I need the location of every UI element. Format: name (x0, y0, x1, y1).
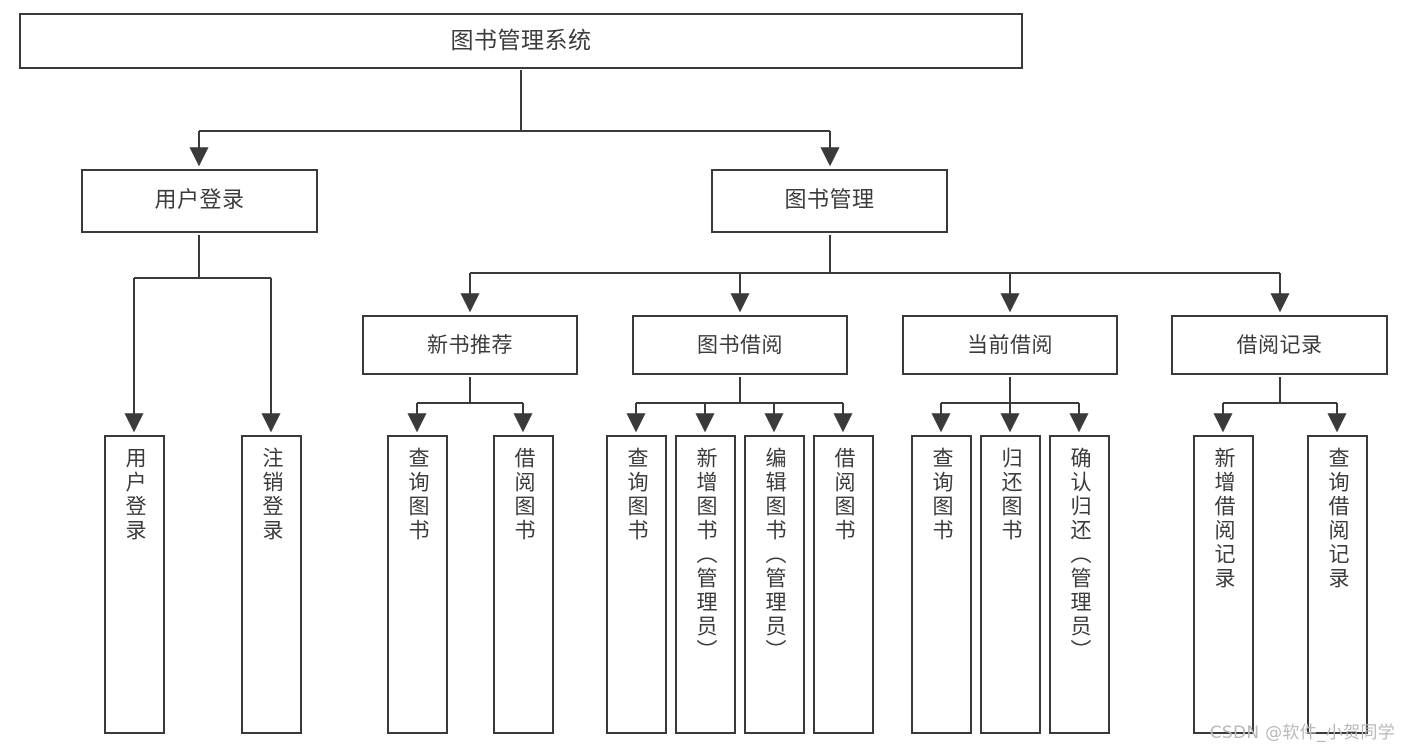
node-label: 用户登录 (154, 188, 245, 214)
leaf-confirm-return-admin[interactable]: 确认归还（管理员） (1049, 435, 1110, 734)
node-label: 新增借阅记录 (1212, 447, 1236, 591)
leaf-return-book[interactable]: 归还图书 (980, 435, 1041, 734)
node-book-management[interactable]: 图书管理 (711, 169, 948, 233)
node-current-borrow[interactable]: 当前借阅 (902, 315, 1118, 375)
node-root-book-management-system[interactable]: 图书管理系统 (19, 13, 1023, 69)
node-label: 图书管理系统 (450, 27, 592, 54)
leaf-add-book-admin[interactable]: 新增图书（管理员） (675, 435, 736, 734)
node-label: 确认归还（管理员） (1068, 447, 1092, 663)
leaf-query-book-borrow[interactable]: 查询图书 (606, 435, 667, 734)
node-label: 注销登录 (260, 447, 284, 543)
node-label: 查询图书 (930, 447, 954, 543)
node-user-login[interactable]: 用户登录 (81, 169, 318, 233)
leaf-edit-book-admin[interactable]: 编辑图书（管理员） (744, 435, 805, 734)
node-label: 新书推荐 (427, 332, 513, 357)
node-new-book-recommend[interactable]: 新书推荐 (362, 315, 578, 375)
node-label: 归还图书 (999, 447, 1023, 543)
leaf-borrow-book-recommend[interactable]: 借阅图书 (493, 435, 554, 734)
node-label: 借阅图书 (512, 447, 536, 543)
node-label: 编辑图书（管理员） (763, 447, 787, 663)
node-label: 当前借阅 (967, 332, 1053, 357)
node-borrow-record[interactable]: 借阅记录 (1171, 315, 1388, 375)
node-label: 新增图书（管理员） (694, 447, 718, 663)
node-label: 查询图书 (625, 447, 649, 543)
leaf-query-borrow-record[interactable]: 查询借阅记录 (1307, 435, 1368, 734)
leaf-query-book-current[interactable]: 查询图书 (911, 435, 972, 734)
node-book-borrow[interactable]: 图书借阅 (632, 315, 848, 375)
node-label: 查询图书 (406, 447, 430, 543)
node-label: 借阅记录 (1236, 332, 1323, 357)
leaf-query-book-recommend[interactable]: 查询图书 (387, 435, 448, 734)
leaf-logout[interactable]: 注销登录 (241, 435, 302, 734)
leaf-user-login[interactable]: 用户登录 (104, 435, 165, 734)
leaf-add-borrow-record[interactable]: 新增借阅记录 (1193, 435, 1254, 734)
node-label: 图书管理 (784, 188, 875, 214)
node-label: 查询借阅记录 (1326, 447, 1350, 591)
node-label: 图书借阅 (697, 332, 783, 357)
node-label: 借阅图书 (832, 447, 856, 543)
leaf-borrow-book[interactable]: 借阅图书 (813, 435, 874, 734)
node-label: 用户登录 (123, 447, 147, 543)
